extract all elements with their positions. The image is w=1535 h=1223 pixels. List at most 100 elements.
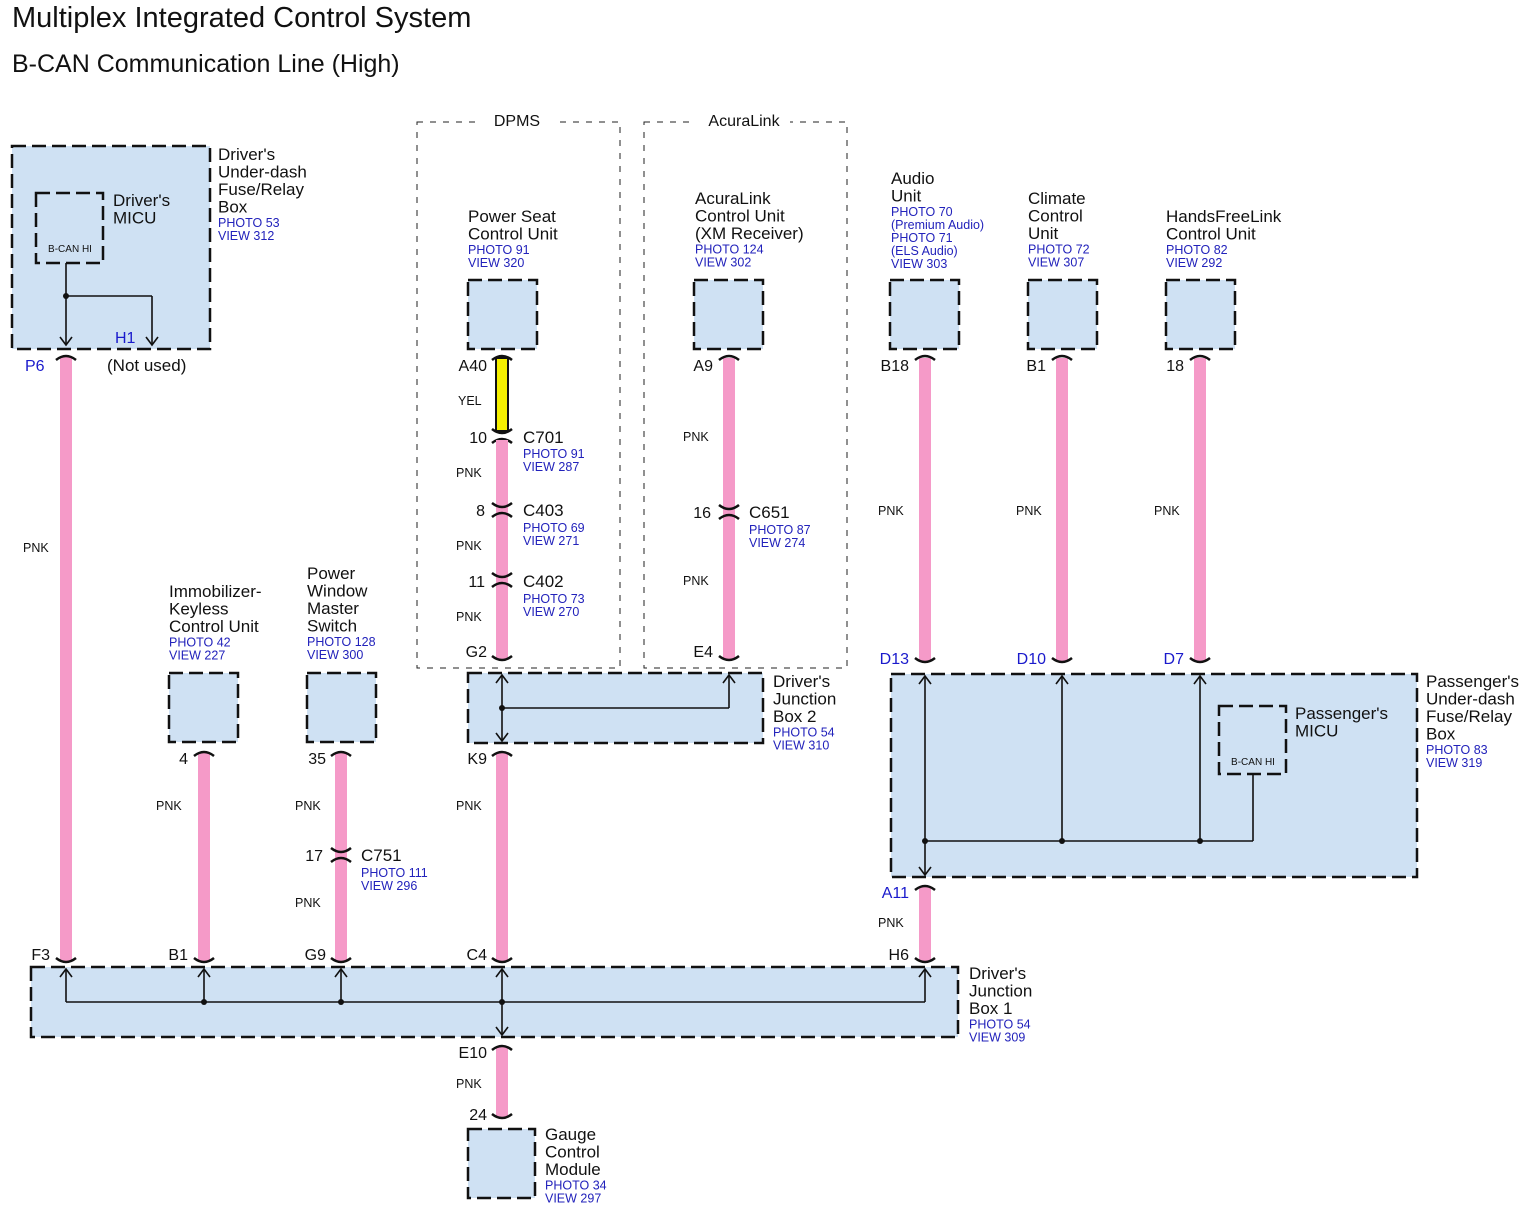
junction-box-1-name: Junction [969,982,1032,1001]
diagram-subtitle: B-CAN Communication Line (High) [12,50,400,78]
climate-unit-name: Control [1028,207,1083,226]
power-window-box[interactable] [305,671,378,744]
group-acuralink-label: AcuraLink [708,113,780,130]
connector-cap [330,956,352,964]
wire-p6-f3 [60,356,72,962]
connector-c751-ref: VIEW 296 [361,879,417,893]
connector-cap [1189,656,1211,664]
pin-c701: 10 [469,430,487,447]
climate-unit-ref: PHOTO 72 [1028,243,1090,257]
junction-box-2-name: Box 2 [773,707,816,726]
audio-unit-box[interactable] [888,278,961,351]
power-window-name: Power [307,564,356,583]
passenger-fuse-box-name: Passenger's [1426,672,1519,691]
audio-unit-name: Audio [891,169,934,188]
pin-pw-35: 35 [308,751,326,768]
driver-micu[interactable] [34,191,105,265]
immobilizer-unit-name: Keyless [169,600,229,619]
audio-unit-ref: VIEW 303 [891,257,947,271]
pin-h1: H1 [115,330,136,347]
driver-micu-pin-label: B-CAN HI [48,244,92,255]
driver-micu-name: MICU [113,209,156,228]
connector-cap [718,354,740,362]
wire-color-label: PNK [683,574,709,588]
pin-d10: D10 [1017,651,1046,668]
wire-b18-d13 [919,358,931,662]
pin-b1-climate: B1 [1026,358,1046,375]
arrow-up-icon [495,967,509,978]
connector-c701 [491,437,513,445]
audio-unit-ref: PHOTO 70 [891,205,953,219]
acuralink-unit[interactable] [692,278,765,351]
gauge-module-name: Control [545,1143,600,1162]
driver-fuse-box-name: Driver's [218,145,275,164]
connector-c651 [718,513,740,521]
handsfreelink-unit-ref: PHOTO 82 [1166,243,1228,257]
wire-color-label: PNK [456,1077,482,1091]
power-window-name: Window [307,582,368,601]
connector-cap [491,654,513,662]
climate-unit-name: Unit [1028,224,1059,243]
driver-fuse-box-name: Box [218,198,248,217]
pin-c403: 8 [476,503,485,520]
junction-dot [922,838,928,844]
passenger-micu-name: Passenger's [1295,704,1388,723]
arrow-up-icon [495,673,509,684]
connector-c403-name: C403 [523,501,564,520]
wire-18-d7 [1194,358,1206,662]
passenger-fuse-box-ref: VIEW 319 [1426,756,1482,770]
wire-color-label: PNK [878,504,904,518]
passenger-fuse-box[interactable] [889,672,1419,879]
power-seat-name: Power Seat [468,207,556,226]
climate-unit-name: Climate [1028,189,1086,208]
junction-box-1-ref: PHOTO 54 [969,1018,1031,1032]
connector-c701-name: C701 [523,428,564,447]
climate-unit-box[interactable] [1026,278,1099,351]
pin-c651: 16 [693,505,711,522]
connector-c651 [718,503,740,511]
pin-imm-4: 4 [179,751,188,768]
connector-cap [914,884,936,892]
pin-a9: A9 [693,358,713,375]
junction-dot [499,705,505,711]
junction-box-2-name: Driver's [773,672,830,691]
connector-cap [55,354,77,362]
connector-c402 [491,581,513,589]
junction-dot [201,999,207,1005]
connector-c701-ref: VIEW 287 [523,460,579,474]
gauge-module-box[interactable] [466,1127,537,1200]
connector-cap [914,656,936,664]
connector-cap [1051,354,1073,362]
pin-d7: D7 [1164,651,1185,668]
immobilizer-unit-name: Control Unit [169,617,259,636]
passenger-micu[interactable] [1217,704,1288,776]
connector-c751 [330,846,352,854]
audio-unit-ref: PHOTO 71 [891,231,953,245]
power-window-name: Master [307,599,359,618]
handsfreelink-unit-box[interactable] [1164,278,1237,351]
gauge-module-ref: VIEW 297 [545,1192,601,1206]
power-seat-name: Control Unit [468,225,558,244]
connector-cap [914,956,936,964]
immobilizer-unit-name: Immobilizer- [169,582,262,601]
driver-fuse-box-name: Under-dash [218,163,307,182]
connector-cap [1051,656,1073,664]
pin-h1-note: (Not used) [107,356,186,375]
arrow-up-icon [59,967,73,978]
acuralink-name: (XM Receiver) [695,224,804,243]
driver-fuse-box-ref: PHOTO 53 [218,216,280,230]
connector-cap [914,354,936,362]
connector-cap [193,750,215,758]
pin-b1-jb1: B1 [168,947,188,964]
pin-hfl-18: 18 [1166,358,1184,375]
power-window-ref: VIEW 300 [307,648,363,662]
junction-box-1-name: Box 1 [969,999,1012,1018]
power-seat-unit[interactable] [466,278,539,351]
arrow-up-icon [1055,674,1069,685]
arrow-down-icon [495,732,509,743]
arrow-up-icon [918,674,932,685]
immobilizer-unit-box[interactable] [167,671,240,744]
arrow-up-icon [918,967,932,978]
audio-unit-ref: (Premium Audio) [891,218,984,232]
